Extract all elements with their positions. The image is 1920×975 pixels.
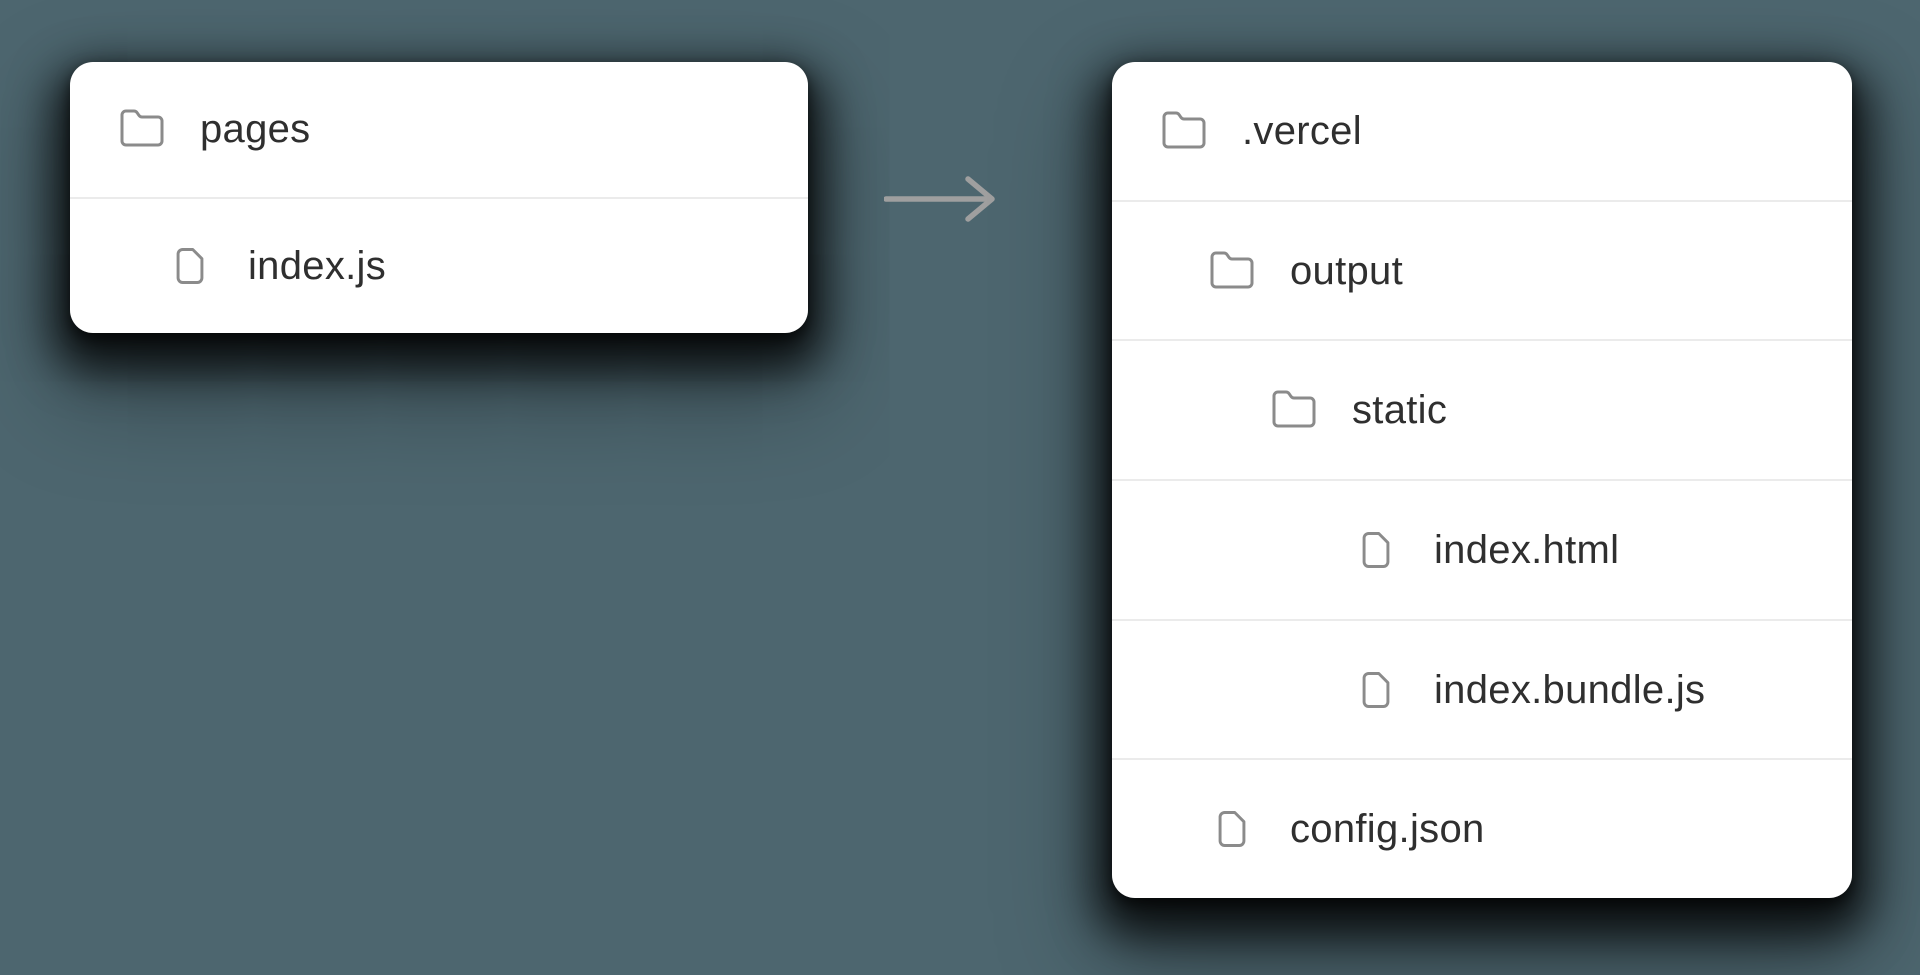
tree-item-label: index.js [248, 243, 387, 288]
tree-item-index-bundle-js: index.bundle.js [1112, 621, 1852, 761]
arrow-right-icon [884, 176, 995, 222]
file-icon [1352, 528, 1400, 572]
file-icon [166, 244, 214, 288]
tree-item-label: .vercel [1242, 108, 1362, 153]
folder-icon [1160, 107, 1208, 155]
file-icon [1208, 807, 1256, 851]
folder-icon [1270, 386, 1318, 434]
tree-item-output: output [1112, 202, 1852, 342]
folder-icon [1208, 247, 1256, 295]
tree-item-pages: pages [70, 62, 808, 199]
tree-item-index-js: index.js [70, 199, 808, 334]
tree-item-label: static [1352, 388, 1448, 433]
tree-item-static: static [1112, 341, 1852, 482]
tree-item-label: output [1290, 248, 1404, 293]
tree-item-index-html: index.html [1112, 481, 1852, 621]
tree-item-vercel: .vercel [1112, 62, 1852, 202]
folder-icon [118, 105, 166, 153]
tree-item-label: index.html [1434, 527, 1620, 572]
source-file-tree: pages index.js [70, 62, 808, 333]
tree-item-label: config.json [1290, 807, 1485, 852]
tree-item-config-json: config.json [1112, 760, 1852, 898]
tree-item-label: index.bundle.js [1434, 667, 1706, 712]
output-file-tree: .vercel output static index.html index.b… [1112, 62, 1852, 898]
tree-item-label: pages [200, 107, 311, 152]
file-icon [1352, 668, 1400, 712]
